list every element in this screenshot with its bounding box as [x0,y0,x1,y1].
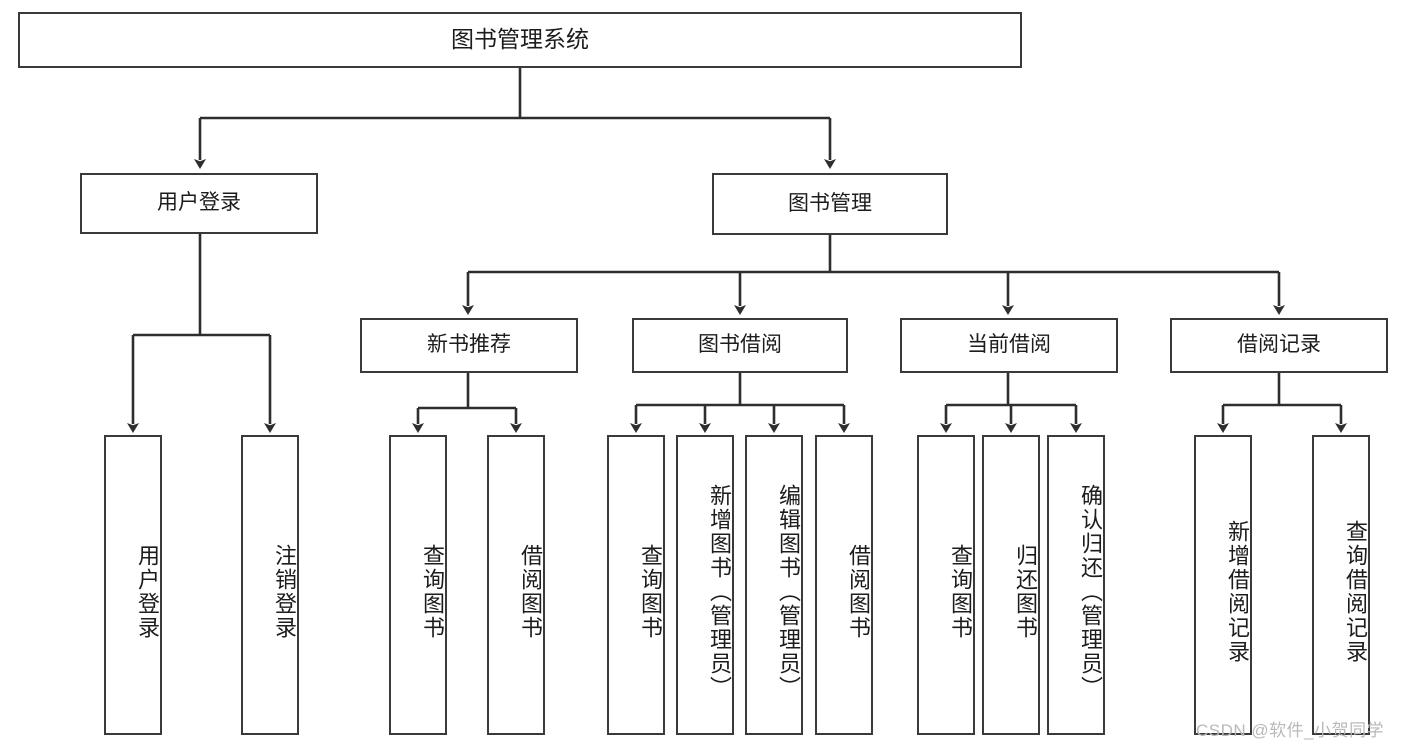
node-borrow-record[interactable]: 借阅记录 [1170,318,1388,373]
leaf-user-login-logout[interactable]: 注销登录 [241,435,299,735]
node-label: 查询图书 [638,544,663,640]
node-new-book-recommend[interactable]: 新书推荐 [360,318,578,373]
leaf-new-book-query[interactable]: 查询图书 [389,435,447,735]
node-label: 借阅图书 [846,544,871,640]
node-label: 查询图书 [948,544,973,640]
node-label: 用户登录 [135,544,160,640]
csdn-watermark: CSDN @软件_小贺同学 [1196,721,1385,740]
node-label: 借阅图书 [518,544,543,640]
node-label: 查询图书 [420,544,445,640]
node-label: 图书管理 [788,191,872,215]
leaf-book-borrow-add[interactable]: 新增图书（管理员） [676,435,734,735]
leaf-current-borrow-confirm-return[interactable]: 确认归还（管理员） [1047,435,1105,735]
node-book-borrow[interactable]: 图书借阅 [632,318,848,373]
node-current-borrow[interactable]: 当前借阅 [900,318,1118,373]
node-label: 新增借阅记录 [1225,520,1250,664]
leaf-borrow-record-query[interactable]: 查询借阅记录 [1312,435,1370,735]
node-label: 当前借阅 [967,333,1051,357]
leaf-book-borrow-query[interactable]: 查询图书 [607,435,665,735]
node-label: 新书推荐 [427,333,511,357]
node-user-login[interactable]: 用户登录 [80,173,318,234]
node-label: 借阅记录 [1237,333,1321,357]
node-label: 确认归还（管理员） [1078,484,1103,700]
node-label: 编辑图书（管理员） [776,484,801,700]
leaf-current-borrow-return[interactable]: 归还图书 [982,435,1040,735]
node-label: 新增图书（管理员） [707,484,732,700]
leaf-user-login-login[interactable]: 用户登录 [104,435,162,735]
leaf-book-borrow-borrow[interactable]: 借阅图书 [815,435,873,735]
node-label: 归还图书 [1013,544,1038,640]
node-label: 查询借阅记录 [1343,520,1368,664]
leaf-current-borrow-query[interactable]: 查询图书 [917,435,975,735]
node-label: 图书管理系统 [451,26,589,53]
node-label: 用户登录 [157,191,241,215]
node-book-management[interactable]: 图书管理 [712,173,948,235]
leaf-book-borrow-edit[interactable]: 编辑图书（管理员） [745,435,803,735]
leaf-new-book-borrow[interactable]: 借阅图书 [487,435,545,735]
node-label: 注销登录 [272,544,297,640]
node-root-book-management-system[interactable]: 图书管理系统 [18,12,1022,68]
node-label: 图书借阅 [698,333,782,357]
leaf-borrow-record-add[interactable]: 新增借阅记录 [1194,435,1252,735]
